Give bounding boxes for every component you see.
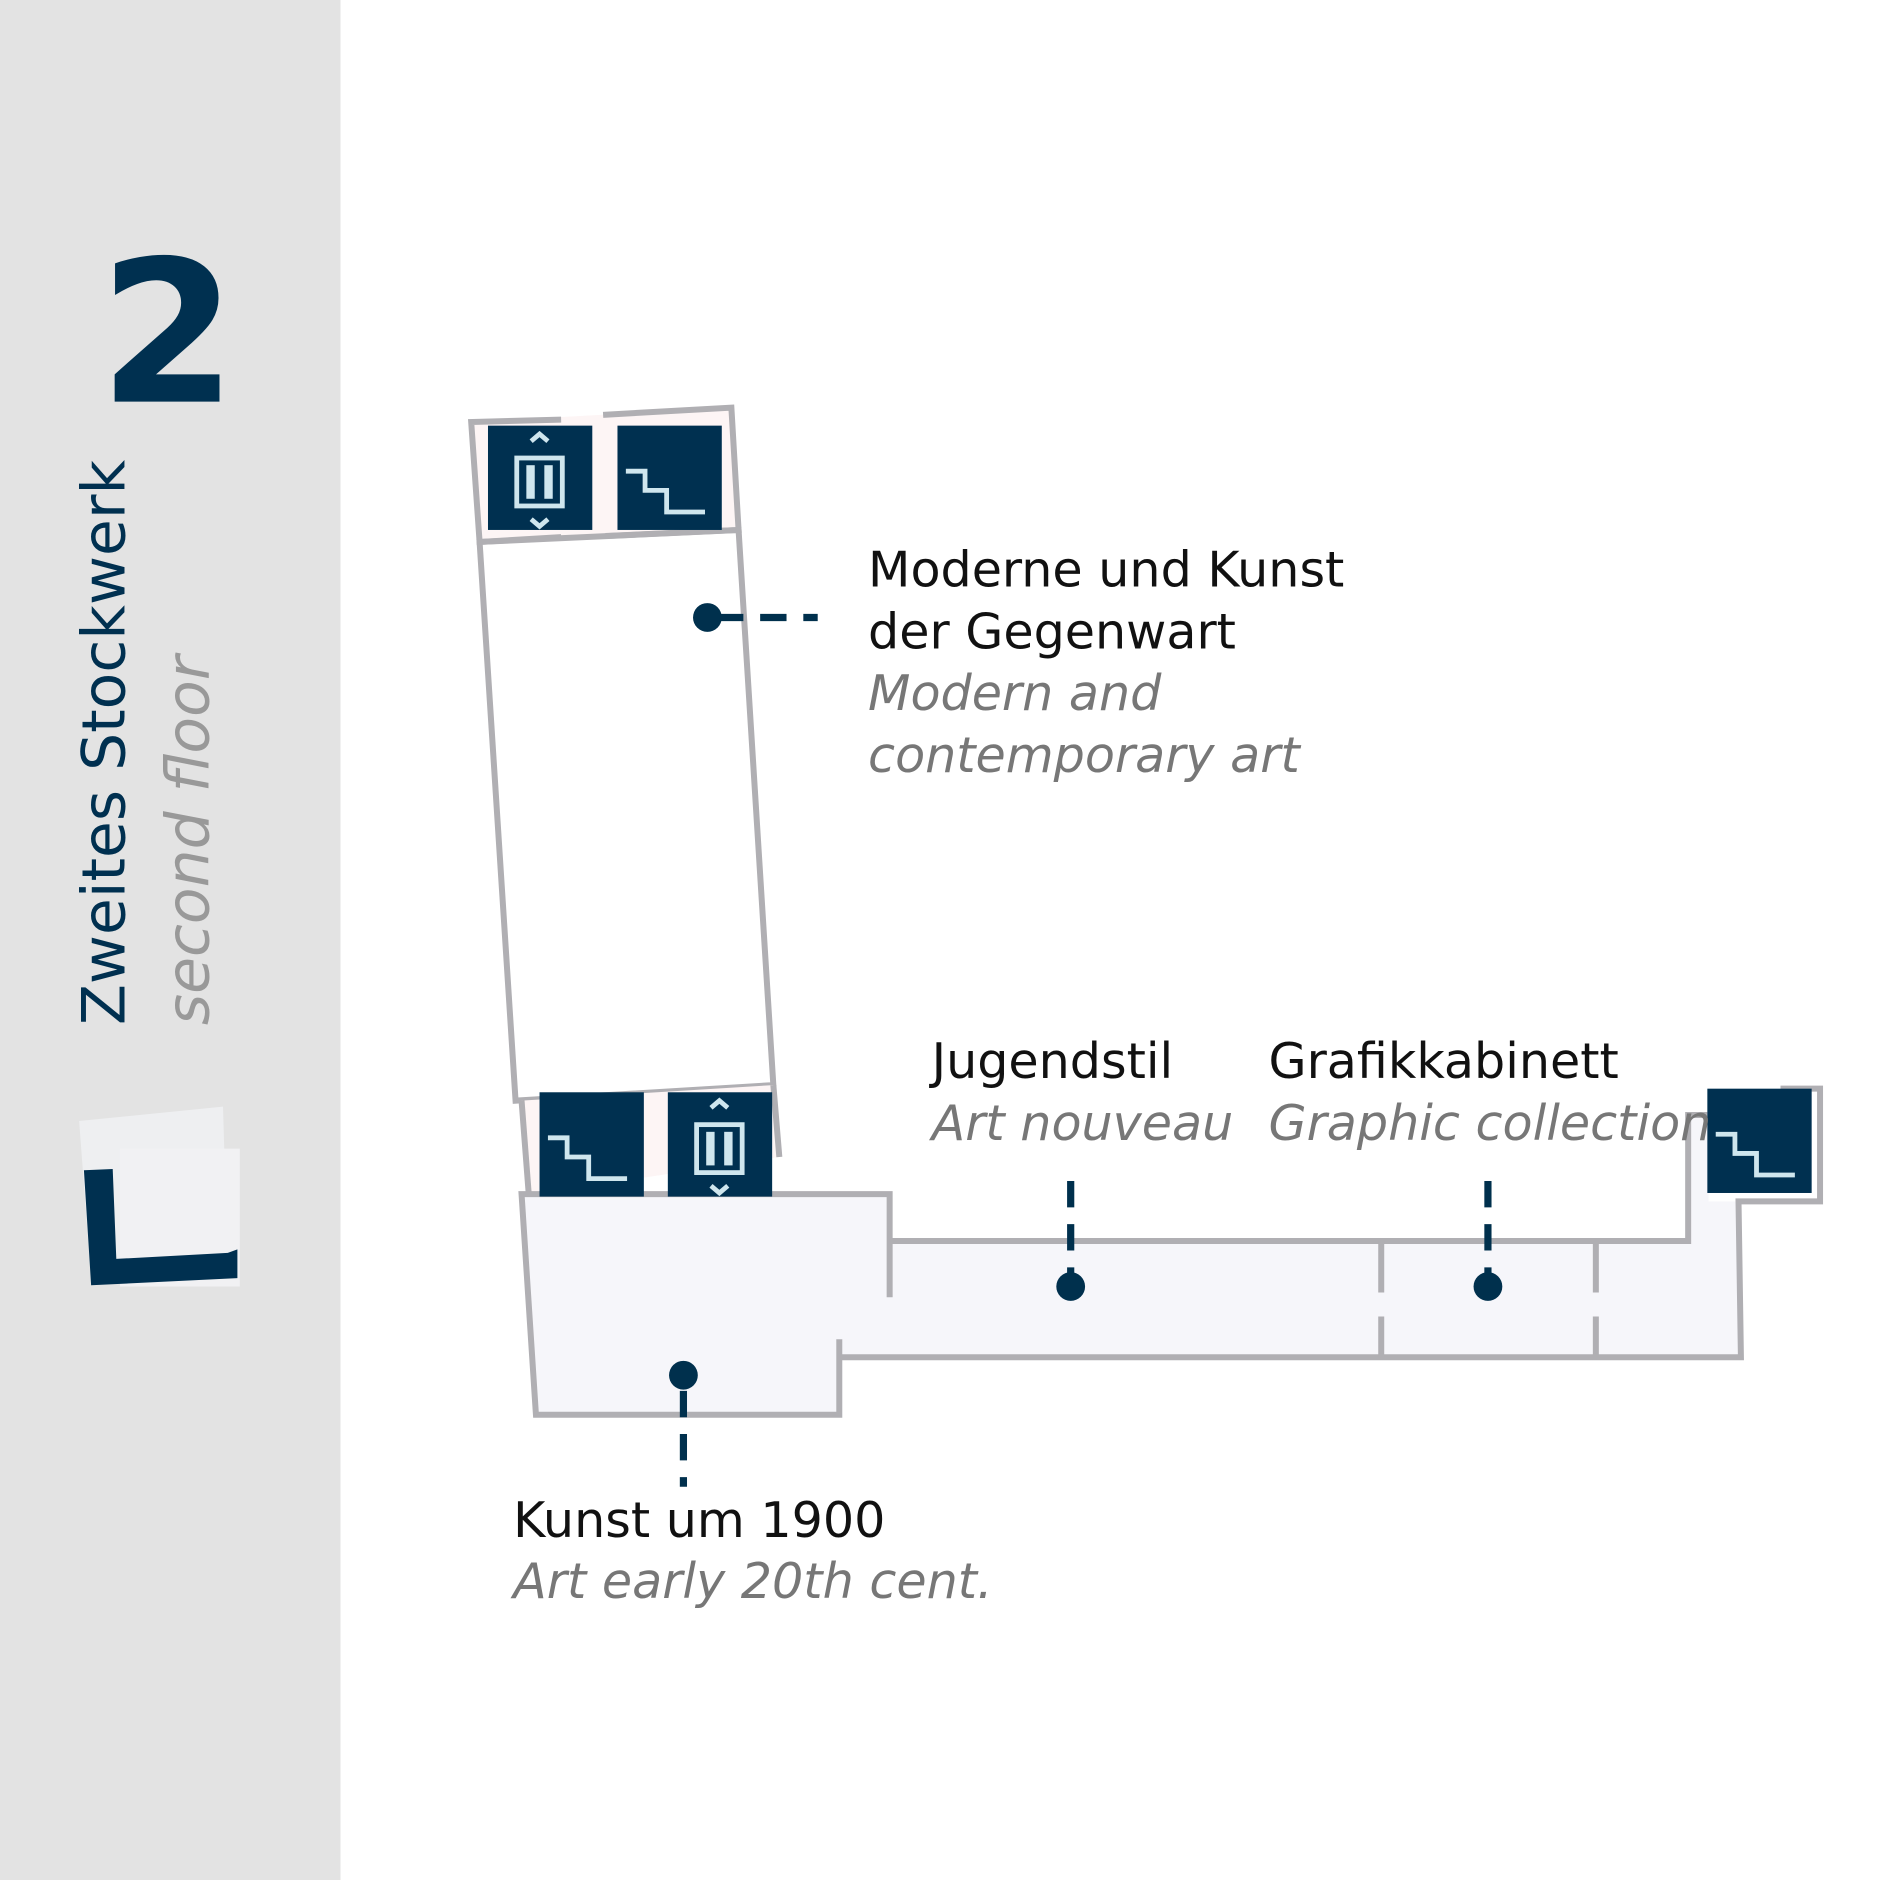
room-kunst1900[interactable] [521,1115,1741,1415]
sidebar [0,0,341,1880]
label-moderne-de-1: Moderne und Kunst [868,540,1344,598]
stairs-icon [1707,1088,1812,1193]
label-moderne-en-2: contemporary art [868,726,1301,784]
elevator-icon [667,1092,773,1197]
elevator-icon [487,425,593,530]
label-moderne-en-1: Modern and [868,664,1162,722]
label-grafik-de: Grafikkabinett [1269,1032,1619,1090]
label-moderne-de-2: der Gegenwart [868,603,1236,661]
marker-jugendstil[interactable] [1056,1272,1086,1301]
stairs-icon [539,1092,644,1197]
label-jugendstil-en: Art nouveau [929,1094,1234,1152]
floor-name-de: Zweites Stockwerk [70,459,140,1025]
museum-logo [79,1106,240,1287]
floor-name-en: second floor [154,652,224,1025]
stairs-icon [617,425,722,530]
label-kunst1900-en: Art early 20th cent. [510,1552,992,1610]
marker-grafik[interactable] [1473,1272,1503,1301]
floor-number: 2 [99,218,237,449]
label-kunst1900-de: Kunst um 1900 [513,1491,885,1549]
marker-kunst1900[interactable] [669,1360,698,1390]
label-grafik-en: Graphic collection [1269,1094,1712,1152]
label-jugendstil-de: Jugendstil [929,1032,1174,1090]
marker-moderne[interactable] [693,603,722,632]
